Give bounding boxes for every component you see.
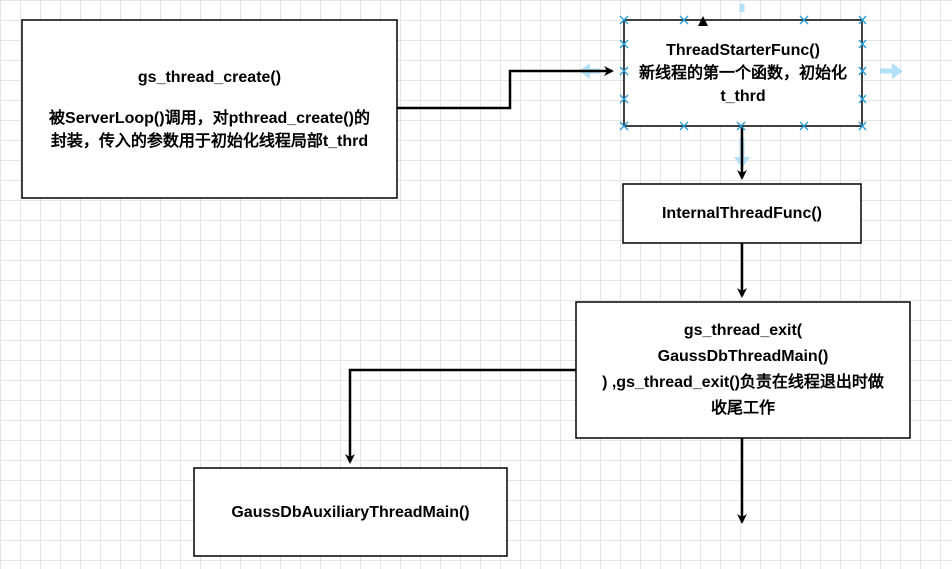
create-node-title: gs_thread_create() (137, 68, 282, 86)
node-thread-starter-func[interactable] (623, 19, 863, 127)
starter-node-line1: ThreadStarterFunc() (666, 41, 820, 59)
starter-node-line2: 新线程的第一个函数，初始化 (638, 64, 847, 82)
rotate-handle-icon[interactable] (698, 16, 708, 26)
exit-node-label: gs_thread_exit( GaussDbThreadMain() ) ,g… (576, 302, 910, 438)
node-internal-thread-func[interactable] (622, 183, 862, 244)
exit-node-line2: GaussDbThreadMain() (657, 348, 829, 365)
exit-node-line4: 收尾工作 (710, 400, 775, 417)
exit-node-line3: ) ,gs_thread_exit()负责在线程退出时做 (602, 374, 884, 391)
node-auxiliary-thread-main[interactable] (193, 467, 508, 557)
connectors (345, 66, 747, 524)
edge-exit-to-auxiliary (345, 368, 576, 464)
create-node-desc-line2: 封装，传入的参数用于初始化线程局部t_thrd (50, 132, 369, 150)
edge-create-to-starter (397, 66, 614, 110)
aux-node-line1: GaussDbAuxiliaryThreadMain() (231, 503, 470, 521)
exit-node-line1: gs_thread_exit( (683, 322, 803, 339)
internal-node-line1: InternalThreadFunc() (661, 205, 822, 222)
starter-node-label: ThreadStarterFunc() 新线程的第一个函数，初始化 t_thrd (624, 20, 862, 126)
node-gs-thread-create[interactable] (21, 19, 398, 199)
selection-handles[interactable] (619, 15, 867, 131)
create-node-label: gs_thread_create() 被ServerLoop()调用，对pthr… (22, 20, 397, 198)
create-node-desc-line1: 被ServerLoop()调用，对pthread_create()的 (49, 109, 370, 127)
starter-node-line3: t_thrd (720, 87, 766, 105)
aux-node-label: GaussDbAuxiliaryThreadMain() (194, 468, 507, 556)
internal-node-label: InternalThreadFunc() (623, 184, 861, 243)
node-gs-thread-exit[interactable] (575, 301, 911, 439)
